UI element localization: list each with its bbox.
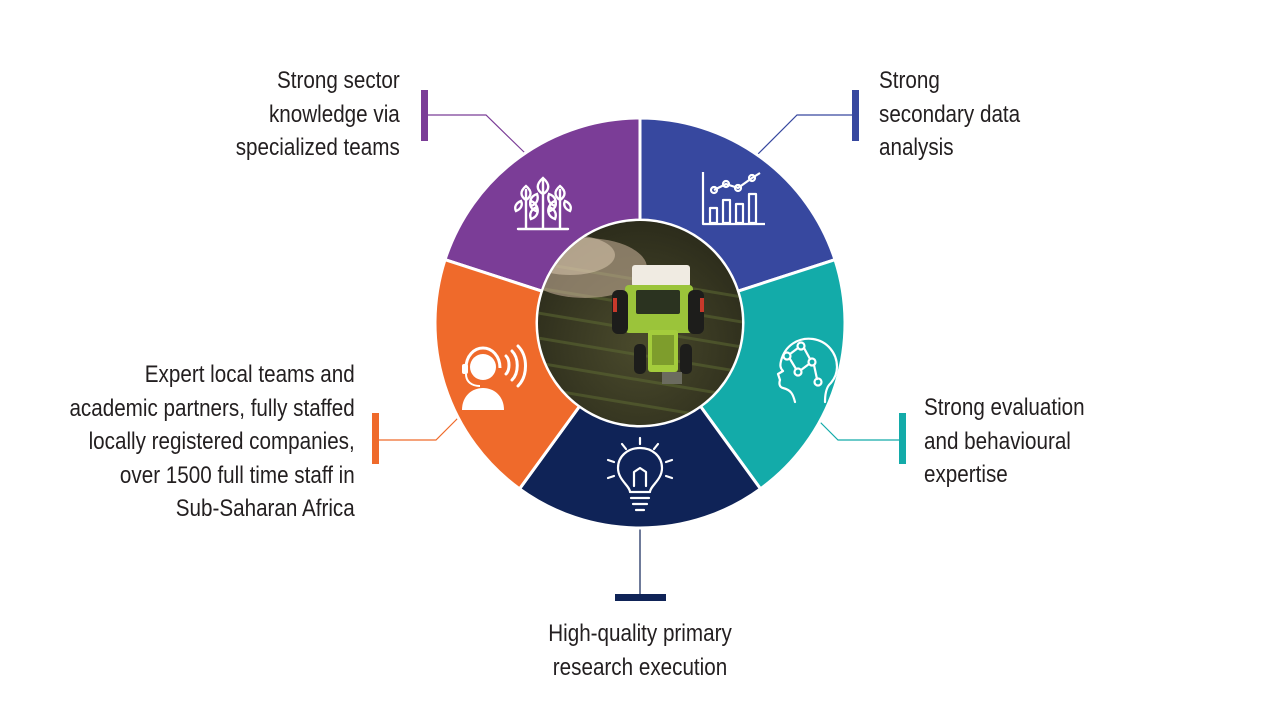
chart-icon	[701, 172, 765, 226]
label-line: locally registered companies,	[88, 428, 355, 455]
connector-evaluation	[817, 419, 903, 441]
label-line: Strong sector	[277, 67, 400, 94]
wheat-icon	[514, 176, 572, 231]
label-line: expertise	[924, 461, 1008, 488]
label-line: research execution	[552, 653, 728, 681]
label-line: knowledge via	[269, 100, 400, 128]
label-secondary-data: Strong secondary data analysis	[879, 64, 1020, 165]
label-sector-knowledge: Strong sector knowledge via specialized …	[236, 64, 400, 165]
label-line: over 1500 full time staff in	[120, 461, 355, 489]
label-local-teams: Expert local teams and academic partners…	[70, 358, 355, 526]
label-line: academic partners, fully staffed	[69, 394, 355, 422]
label-evaluation: Strong evaluation and behavioural expert…	[924, 391, 1085, 492]
label-line: Strong	[879, 67, 940, 94]
label-line: and behavioural	[924, 427, 1071, 455]
tick-evaluation	[899, 413, 906, 464]
tick-primary-research	[615, 594, 666, 601]
tick-secondary-data	[852, 90, 859, 141]
connector-secondary-data	[756, 114, 856, 156]
label-primary-research: High-quality primary research execution	[468, 617, 812, 684]
label-line: Expert local teams and	[145, 361, 355, 388]
connector-local-teams	[376, 413, 463, 441]
label-line: specialized teams	[235, 134, 400, 161]
call-agent-icon	[462, 344, 527, 410]
label-line: Sub-Saharan Africa	[176, 495, 355, 522]
tick-sector-knowledge	[421, 90, 428, 141]
label-line: secondary data	[879, 100, 1021, 128]
label-line: High-quality primary	[548, 620, 732, 647]
connector-sector-knowledge	[425, 114, 526, 154]
label-line: analysis	[879, 134, 954, 161]
lightbulb-icon	[606, 436, 674, 512]
label-line: Strong evaluation	[924, 394, 1085, 421]
connector-ticks	[372, 90, 906, 601]
tractor-in-field-photo	[538, 221, 742, 425]
tick-local-teams	[372, 413, 379, 464]
connector-lines	[376, 114, 903, 597]
brain-network-icon	[776, 337, 839, 404]
